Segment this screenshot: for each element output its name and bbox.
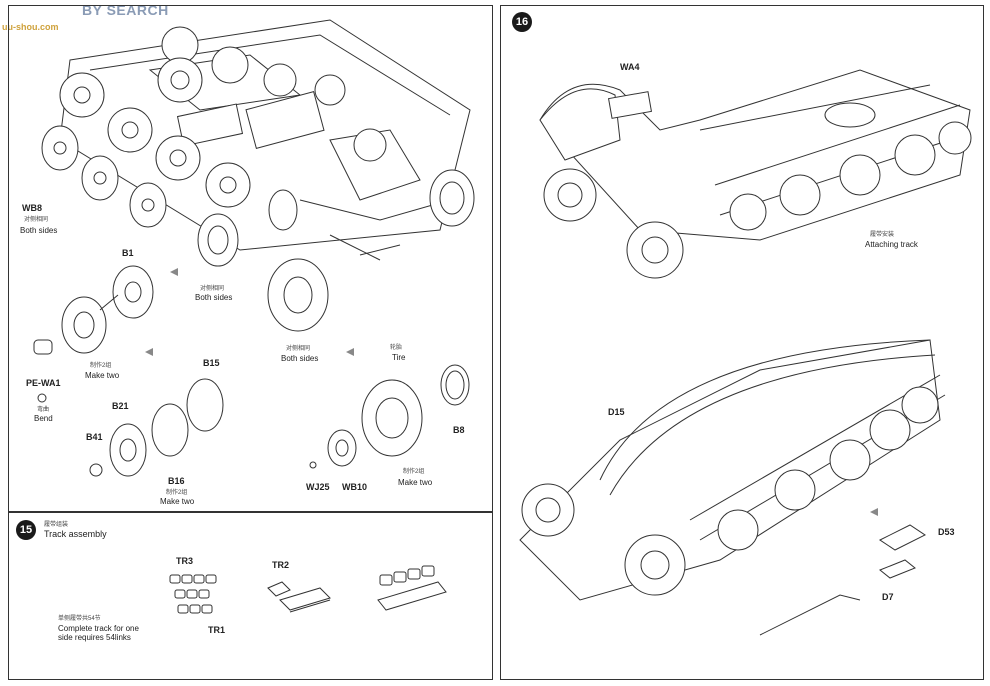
left-top-panel — [8, 5, 493, 512]
label-b8: B8 — [453, 425, 465, 435]
label-tr2: TR2 — [272, 560, 290, 570]
label-wb8-en: Both sides — [20, 226, 58, 235]
label-b41: B41 — [86, 432, 103, 442]
label-d7: D7 — [882, 592, 894, 602]
step15-note-cn: 单侧履带共54节 — [58, 616, 101, 622]
idler-assembly — [89, 378, 224, 477]
label-b15: B15 — [203, 358, 220, 368]
chassis-wheels — [59, 26, 387, 208]
label-d53: D53 — [938, 527, 955, 537]
step-number-15: 15 — [16, 520, 36, 540]
step-number-16: 16 — [512, 12, 532, 32]
label-b1-cn: 对侧相同 — [200, 286, 225, 292]
label-d15: D15 — [608, 407, 625, 417]
label-bend-cn: 弯曲 — [37, 407, 50, 413]
label-both-sides-3-cn: 对侧相同 — [286, 346, 311, 352]
halftrack-bottom — [519, 339, 946, 636]
label-bend-en: Bend — [34, 414, 53, 423]
step15-note-en-1: Complete track for one — [58, 624, 139, 633]
label-both-sides-3-en: Both sides — [281, 354, 319, 363]
label-make-two-1-en: Make two — [85, 371, 120, 380]
step15-title-cn: 履带组装 — [44, 522, 69, 528]
label-attach-en: Attaching track — [865, 240, 918, 249]
label-b16: B16 — [168, 476, 185, 486]
label-wb8: WB8 — [22, 203, 42, 213]
label-tire-cn: 轮胎 — [390, 345, 403, 351]
label-tire-en: Tire — [392, 353, 406, 362]
step15-panel — [8, 512, 493, 680]
label-b1: B1 — [122, 248, 134, 258]
chassis-drawing — [59, 19, 471, 261]
step15-note-en-2: side requires 54links — [58, 633, 131, 642]
step16-panel — [500, 5, 984, 680]
label-b16-cn: 制作2组 — [166, 490, 188, 496]
label-wa4: WA4 — [620, 62, 640, 72]
label-b8-cn: 制作2组 — [403, 469, 425, 475]
halftrack-top — [539, 69, 972, 279]
track-links — [169, 565, 447, 614]
label-wb10: WB10 — [342, 482, 368, 492]
label-make-two-1-cn: 制作2组 — [90, 363, 112, 369]
label-attach-cn: 履带安装 — [870, 232, 895, 238]
label-b16-en: Make two — [160, 497, 195, 506]
label-wj25: WJ25 — [306, 482, 330, 492]
label-b21: B21 — [112, 401, 129, 411]
wb8-wheels — [41, 125, 167, 228]
label-b1-en: Both sides — [195, 293, 233, 302]
label-tr1: TR1 — [208, 625, 226, 635]
label-b8-en: Make two — [398, 478, 433, 487]
tire-assembly — [309, 364, 470, 469]
label-wb8-cn: 对侧相同 — [24, 217, 49, 223]
front-wheels — [197, 169, 475, 332]
direction-arrows — [145, 268, 354, 356]
watermark-brand: BY SEARCH — [82, 2, 169, 18]
sprocket-b1 — [33, 265, 154, 403]
step15-title-en: Track assembly — [44, 529, 107, 539]
label-pe-wa1: PE-WA1 — [26, 378, 61, 388]
watermark-site: uu-shou.com — [2, 22, 59, 32]
label-tr3: TR3 — [176, 556, 194, 566]
